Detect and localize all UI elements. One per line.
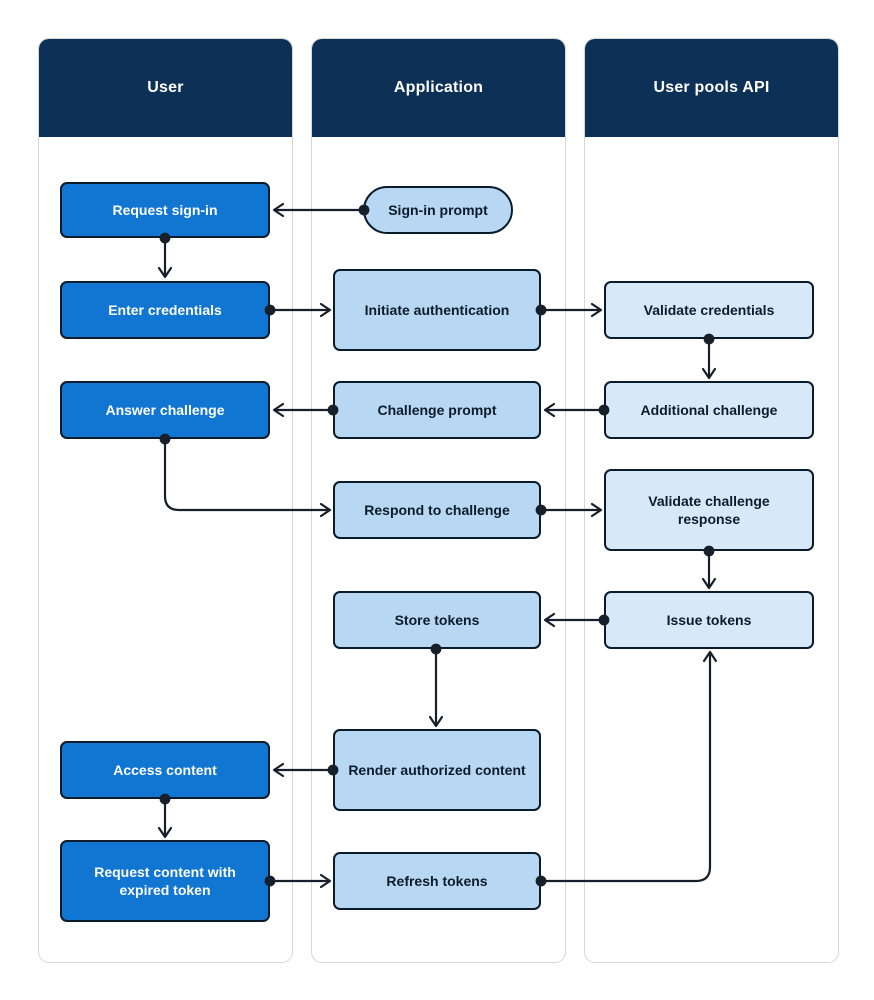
- lane-header-user-pools-api: User pools API: [585, 39, 838, 137]
- node-challenge-prompt: Challenge prompt: [333, 381, 541, 439]
- node-access-content: Access content: [60, 741, 270, 799]
- node-enter-credentials: Enter credentials: [60, 281, 270, 339]
- lane-title: User: [147, 79, 184, 96]
- node-render-authorized-content: Render authorized content: [333, 729, 541, 811]
- node-store-tokens: Store tokens: [333, 591, 541, 649]
- node-refresh-tokens: Refresh tokens: [333, 852, 541, 910]
- lane-user: User: [38, 38, 293, 963]
- lane-header-application: Application: [312, 39, 565, 137]
- node-answer-challenge: Answer challenge: [60, 381, 270, 439]
- node-initiate-authentication: Initiate authentication: [333, 269, 541, 351]
- node-validate-credentials: Validate credentials: [604, 281, 814, 339]
- lane-header-user: User: [39, 39, 292, 137]
- node-request-content-with-expired-token: Request content with expired token: [60, 840, 270, 922]
- node-issue-tokens: Issue tokens: [604, 591, 814, 649]
- lane-title: User pools API: [653, 79, 770, 96]
- node-request-sign-in: Request sign-in: [60, 182, 270, 238]
- node-validate-challenge-response: Validate challenge response: [604, 469, 814, 551]
- lane-title: Application: [393, 79, 484, 96]
- node-sign-in-prompt: Sign-in prompt: [363, 186, 513, 234]
- node-additional-challenge: Additional challenge: [604, 381, 814, 439]
- node-respond-to-challenge: Respond to challenge: [333, 481, 541, 539]
